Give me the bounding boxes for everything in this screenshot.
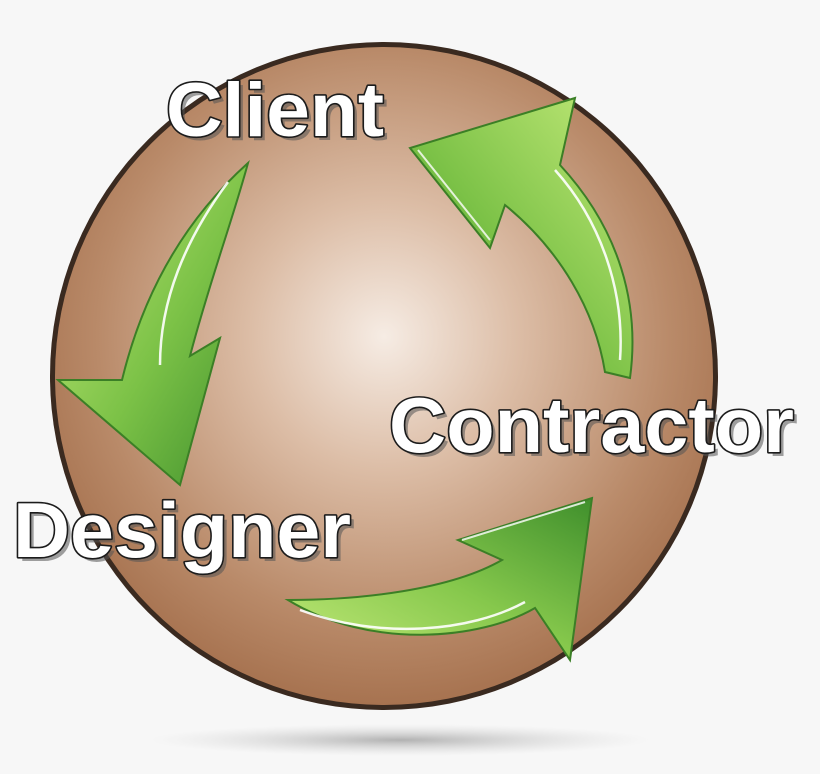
node-designer: Designer Designer [11,484,355,578]
node-client: Client Client [164,66,388,157]
svg-text:Designer: Designer [17,490,355,578]
node-contractor: Contractor Contractor [387,379,798,473]
floor-shadow [150,724,650,756]
svg-text:Client: Client [170,72,388,157]
node-client-label: Client [166,68,384,153]
arrow-client-to-designer [55,159,250,487]
node-designer-label: Designer [13,486,351,574]
arrow-designer-to-contractor [284,496,594,663]
svg-text:Contractor: Contractor [393,385,798,473]
node-contractor-label: Contractor [389,381,794,469]
arrow-contractor-to-client [408,96,634,380]
